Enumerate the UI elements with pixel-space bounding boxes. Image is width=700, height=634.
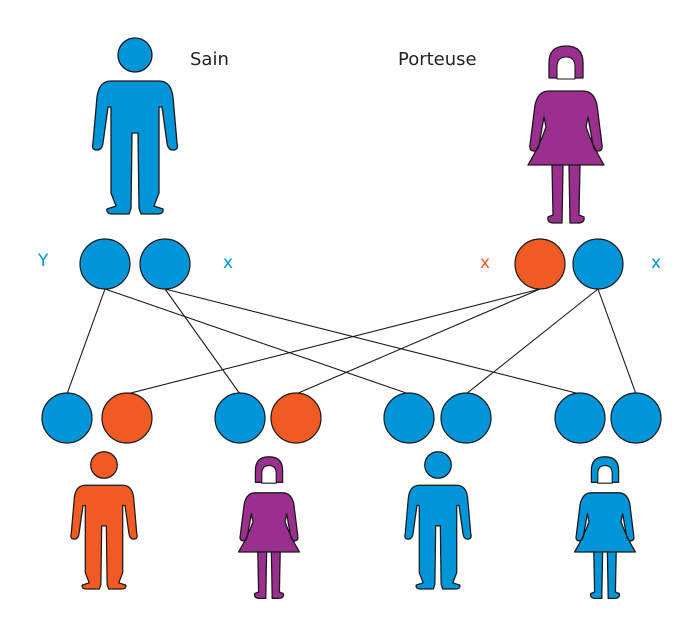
child4-female-healthy-figure <box>573 456 637 600</box>
father-y-chromosome <box>79 238 131 290</box>
father-x-letter: x <box>223 253 233 273</box>
line-x-to-child4 <box>164 288 581 395</box>
child3-chromosome-1 <box>383 392 435 444</box>
father-x-chromosome <box>139 238 191 290</box>
mother-label: Porteuse <box>398 49 477 70</box>
line-x-to-child2 <box>164 288 241 395</box>
mother-x-affected-letter: x <box>480 253 490 273</box>
child2-chromosome-1 <box>214 392 266 444</box>
line-healthy-x-to-child3 <box>465 288 599 395</box>
father-figure <box>91 37 179 215</box>
inheritance-lines <box>66 288 637 395</box>
mother-x-affected-chromosome <box>514 238 566 290</box>
mother-figure <box>527 45 605 224</box>
line-healthy-x-to-child4 <box>597 288 637 395</box>
child2-female-carrier-figure <box>237 456 301 600</box>
mother-x-healthy-chromosome <box>572 238 624 290</box>
child4-chromosome-2 <box>610 392 662 444</box>
child3-male-healthy-figure <box>404 451 472 590</box>
father-label: Sain <box>190 49 229 70</box>
father-y-letter: Y <box>37 251 49 271</box>
line-y-to-child1 <box>66 288 106 395</box>
child1-chromosome-1 <box>41 392 93 444</box>
line-affected-x-to-child2 <box>295 288 541 395</box>
child1-chromosome-2 <box>101 392 153 444</box>
line-y-to-child3 <box>104 288 410 395</box>
child2-chromosome-2 <box>270 392 322 444</box>
child4-chromosome-1 <box>554 392 606 444</box>
child1-male-affected-figure <box>70 451 138 590</box>
child3-chromosome-2 <box>440 392 492 444</box>
mother-x-healthy-letter: x <box>651 253 661 273</box>
line-affected-x-to-child1 <box>126 288 541 395</box>
